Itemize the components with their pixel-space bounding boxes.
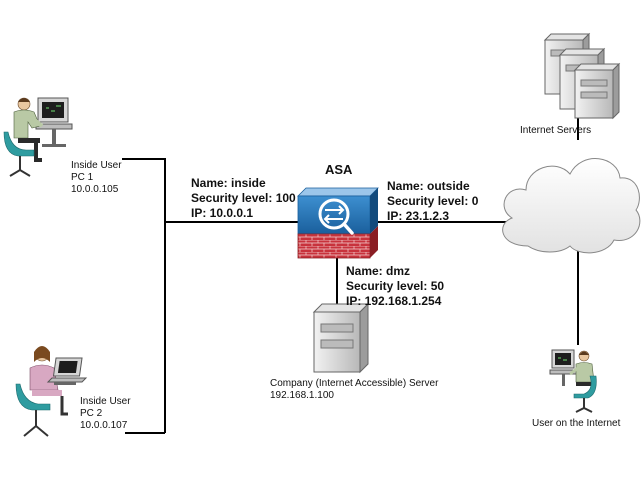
pc2-ip: 10.0.0.107 [80,420,128,431]
outside-interface-label: Name: outside Security level: 0 IP: 23.1… [387,179,478,224]
pc1-role: Inside User [71,160,122,171]
pc2-name: PC 2 [80,408,103,419]
desktop-user-icon [549,349,597,413]
internet-user-label: User on the Internet [532,418,621,429]
pc1-name: PC 1 [71,172,94,183]
firewall-icon [297,187,379,259]
inside-interface-name: Name: inside [191,176,266,190]
inside-interface-ip: IP: 10.0.0.1 [191,206,254,220]
cloud-icon [502,158,641,254]
pc2-label: Inside User PC 2 10.0.0.107 [80,396,131,432]
dmz-interface-security: Security level: 50 [346,279,445,293]
internet-servers-label: Internet Servers [520,125,592,136]
company-server-label: Company (Internet Accessible) Server 192… [270,378,438,402]
company-server-ip: 192.168.1.100 [270,390,334,401]
pc1-label: Inside User PC 1 10.0.0.105 [71,160,122,196]
inside-interface-label: Name: inside Security level: 100 IP: 10.… [191,176,296,221]
server-icon [312,302,370,374]
outside-interface-ip: IP: 23.1.2.3 [387,209,450,223]
company-server-name: Company (Internet Accessible) Server [270,378,439,389]
server-stack-icon [543,32,621,120]
outside-interface-name: Name: outside [387,179,470,193]
pc2-role: Inside User [80,396,131,407]
dmz-interface-label: Name: dmz Security level: 50 IP: 192.168… [346,264,444,309]
inside-interface-security: Security level: 100 [191,191,296,205]
pc1-ip: 10.0.0.105 [71,184,119,195]
laptop-user-icon [15,346,88,437]
outside-interface-security: Security level: 0 [387,194,479,208]
network-links [122,118,579,434]
dmz-interface-name: Name: dmz [346,264,411,278]
dmz-interface-ip: IP: 192.168.1.254 [346,294,442,308]
asa-title: ASA [325,162,353,177]
desktop-user-icon [3,97,73,177]
